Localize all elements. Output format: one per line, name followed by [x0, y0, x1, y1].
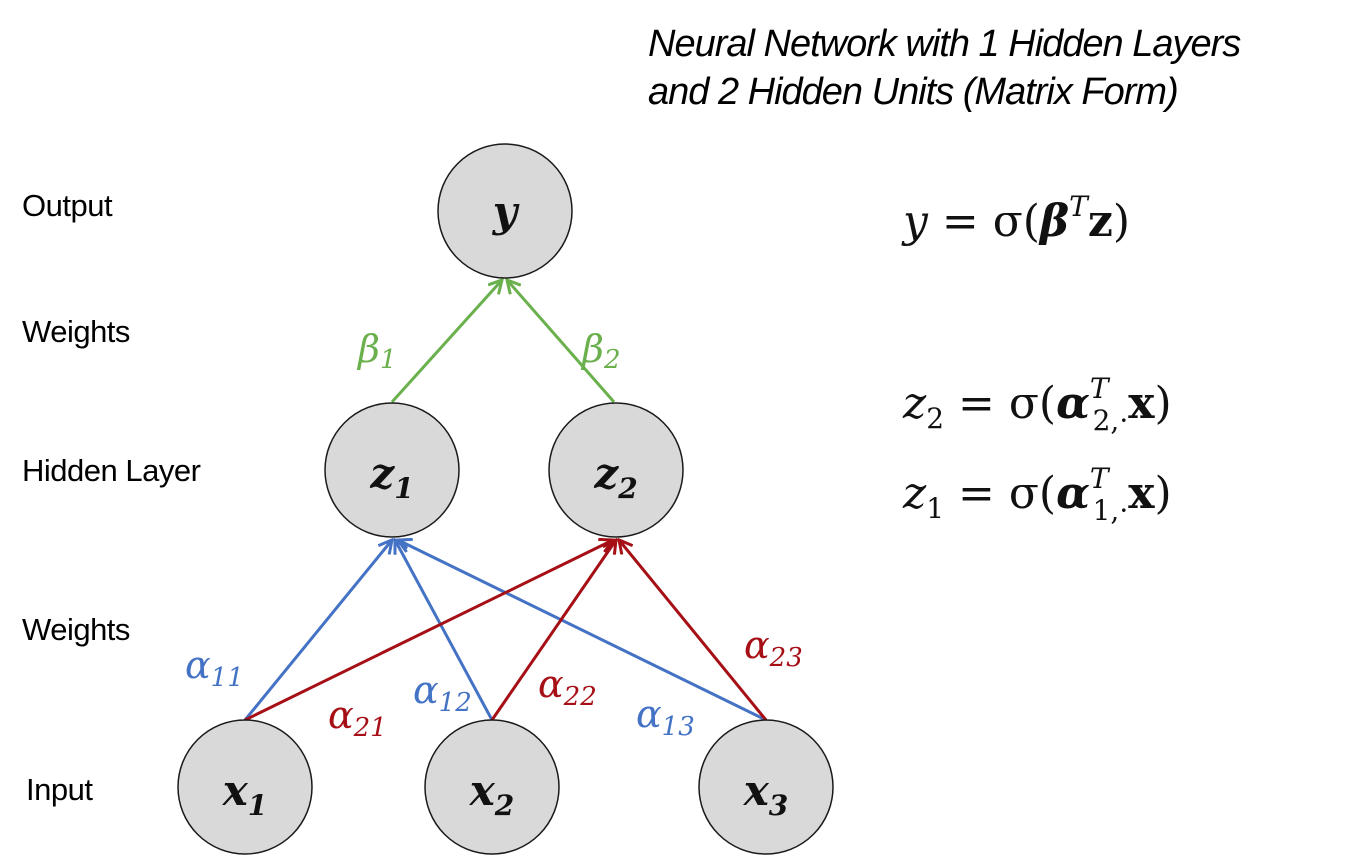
node-x3-label: x3	[743, 766, 789, 822]
edge-alpha23	[619, 540, 768, 721]
node-z2-label: z2	[593, 449, 637, 505]
weight-label-alpha21: α21	[328, 693, 387, 743]
node-x2: x2	[424, 719, 560, 855]
node-x1-label: x1	[222, 766, 268, 822]
node-z1-label: z1	[369, 449, 413, 505]
weight-label-beta2: β2	[580, 327, 621, 375]
equation-y: y = σ(βTz)	[901, 190, 1130, 247]
node-x3: x3	[698, 719, 834, 855]
row-label-weights-bottom: Weights	[22, 612, 130, 647]
edge-beta2	[507, 280, 616, 403]
title-line-1: Neural Network with 1 Hidden Layers	[648, 23, 1241, 65]
row-label-input: Input	[26, 772, 93, 807]
weight-label-alpha11: α11	[185, 643, 244, 693]
node-z1: z1	[324, 402, 460, 538]
weight-label-beta1: β1	[356, 327, 397, 375]
edge-alpha21	[244, 540, 613, 722]
edge-alpha22	[490, 540, 616, 721]
weight-label-alpha23: α23	[744, 623, 803, 673]
weight-label-alpha12: α12	[413, 668, 472, 718]
edge-alpha11	[243, 540, 392, 721]
row-label-weights-top: Weights	[22, 314, 130, 349]
edge-alpha12	[395, 540, 494, 721]
edge-alpha13	[398, 540, 767, 722]
node-y: y	[437, 143, 573, 279]
weight-label-alpha13: α13	[636, 692, 695, 742]
node-x2-label: x2	[469, 766, 515, 822]
node-x1: x1	[177, 719, 313, 855]
weight-label-alpha22: α22	[538, 662, 597, 712]
node-z2: z2	[548, 402, 684, 538]
row-label-output: Output	[22, 188, 113, 223]
edge-beta1	[390, 280, 502, 404]
title-line-2: and 2 Hidden Units (Matrix Form)	[648, 71, 1178, 113]
node-y-label: y	[492, 187, 520, 236]
row-label-hidden-layer: Hidden Layer	[22, 453, 201, 488]
